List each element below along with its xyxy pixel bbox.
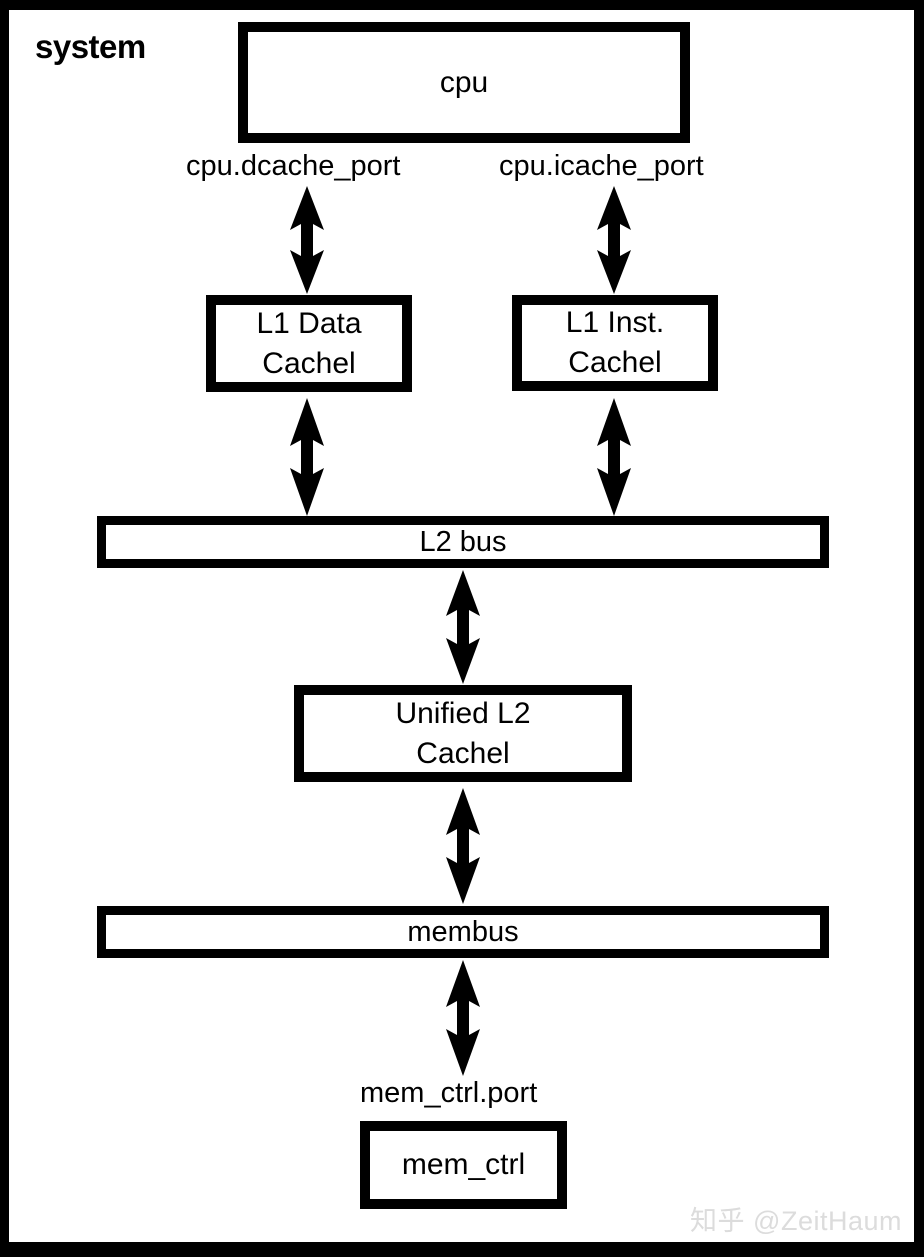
outer-frame-right bbox=[914, 0, 924, 1257]
arrow-l2-bus-to-unified-l2 bbox=[440, 570, 486, 684]
arrow-membus-to-mem-ctrl bbox=[440, 960, 486, 1076]
outer-frame-left bbox=[0, 0, 9, 1257]
node-l1-data-cache-label-line1: L1 Data bbox=[256, 306, 362, 340]
watermark: 知乎 @ZeitHaum bbox=[690, 1206, 902, 1236]
outer-frame-bottom bbox=[0, 1242, 924, 1257]
node-l1-data-cache-label-line2: Cachel bbox=[262, 346, 356, 380]
edge-label-cpu-icache-port: cpu.icache_port bbox=[499, 150, 704, 182]
node-membus-label: membus bbox=[407, 915, 519, 948]
node-unified-l2-cache[interactable]: Unified L2 Cachel bbox=[294, 685, 632, 782]
arrow-unified-l2-to-membus bbox=[440, 788, 486, 904]
node-unified-l2-cache-label-line1: Unified L2 bbox=[395, 696, 531, 730]
node-l1-inst-cache-label-line1: L1 Inst. bbox=[565, 306, 665, 340]
node-l1-inst-cache[interactable]: L1 Inst. Cachel bbox=[512, 295, 718, 391]
node-cpu-label: cpu bbox=[439, 65, 489, 99]
node-l1-data-cache[interactable]: L1 Data Cachel bbox=[206, 295, 412, 392]
node-mem-ctrl-label: mem_ctrl bbox=[401, 1148, 526, 1182]
arrow-l1-inst-to-l2-bus bbox=[591, 398, 637, 516]
edge-label-mem-ctrl-port: mem_ctrl.port bbox=[360, 1077, 538, 1109]
diagram-title: system bbox=[35, 28, 146, 65]
arrow-cpu-to-l1-inst bbox=[591, 186, 637, 294]
node-mem-ctrl[interactable]: mem_ctrl bbox=[360, 1121, 567, 1209]
node-l2-bus[interactable]: L2 bus bbox=[97, 516, 829, 568]
node-unified-l2-cache-label-line2: Cachel bbox=[416, 736, 510, 770]
edge-label-cpu-dcache-port: cpu.dcache_port bbox=[186, 150, 401, 182]
node-cpu[interactable]: cpu bbox=[238, 22, 690, 143]
arrow-cpu-to-l1-data bbox=[284, 186, 330, 294]
arrow-l1-data-to-l2-bus bbox=[284, 398, 330, 516]
outer-frame-top bbox=[0, 0, 924, 10]
node-l2-bus-label: L2 bus bbox=[419, 525, 507, 558]
node-l1-inst-cache-label-line2: Cachel bbox=[568, 346, 662, 379]
node-membus[interactable]: membus bbox=[97, 906, 829, 958]
